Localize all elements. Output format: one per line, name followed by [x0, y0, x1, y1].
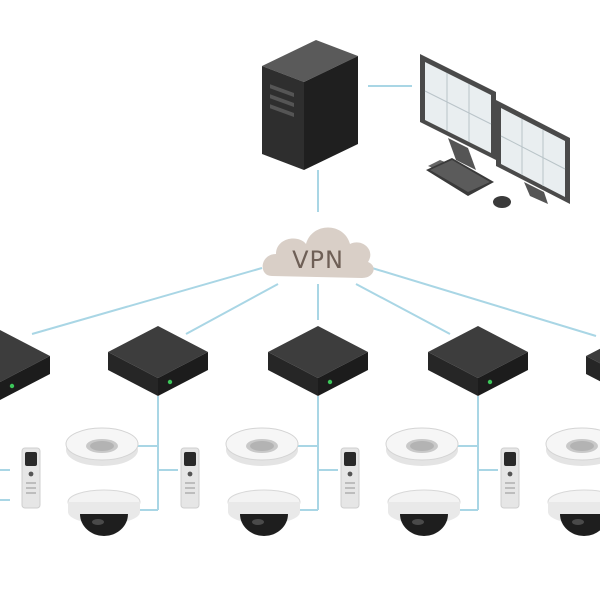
link-vpn-recorder-2 [185, 283, 279, 335]
vpn-cloud: VPN [262, 227, 374, 278]
network-video-recorder-icon [108, 326, 208, 396]
recorder-2 [108, 326, 208, 396]
ceiling-speaker-icon [65, 427, 139, 467]
recorder-1 [0, 330, 50, 400]
speaker-2 [65, 427, 139, 467]
speaker-4 [385, 427, 459, 467]
camera-2 [67, 489, 141, 537]
vpn-label: VPN [292, 246, 344, 274]
link-vpn-recorder-1 [31, 267, 263, 335]
intercom-3 [340, 447, 360, 509]
ceiling-speaker-icon [385, 427, 459, 467]
speaker-5 [545, 427, 600, 467]
link-vpn-recorder-5 [371, 267, 597, 337]
link-vpn-recorder-4 [355, 283, 451, 335]
network-video-recorder-icon [428, 326, 528, 396]
intercom-1 [21, 447, 41, 509]
intercom-4 [500, 447, 520, 509]
network-video-recorder-icon [268, 326, 368, 396]
network-video-recorder-icon [586, 330, 600, 400]
camera-3 [227, 489, 301, 537]
door-intercom-icon [340, 447, 360, 509]
dual-monitor-workstation-icon [420, 54, 570, 208]
server-tower-icon [262, 40, 358, 170]
camera-4 [387, 489, 461, 537]
camera-5 [547, 489, 600, 537]
intercom-2 [180, 447, 200, 509]
ceiling-speaker-icon [225, 427, 299, 467]
speaker-3 [225, 427, 299, 467]
recorder-5 [586, 330, 600, 400]
ceiling-speaker-icon [545, 427, 600, 467]
dome-camera-icon [227, 489, 301, 537]
dome-camera-icon [387, 489, 461, 537]
network-video-recorder-icon [0, 330, 50, 400]
door-intercom-icon [500, 447, 520, 509]
recorder-3 [268, 326, 368, 396]
dome-camera-icon [547, 489, 600, 537]
door-intercom-icon [180, 447, 200, 509]
door-intercom-icon [21, 447, 41, 509]
dome-camera-icon [67, 489, 141, 537]
recorder-4 [428, 326, 528, 396]
